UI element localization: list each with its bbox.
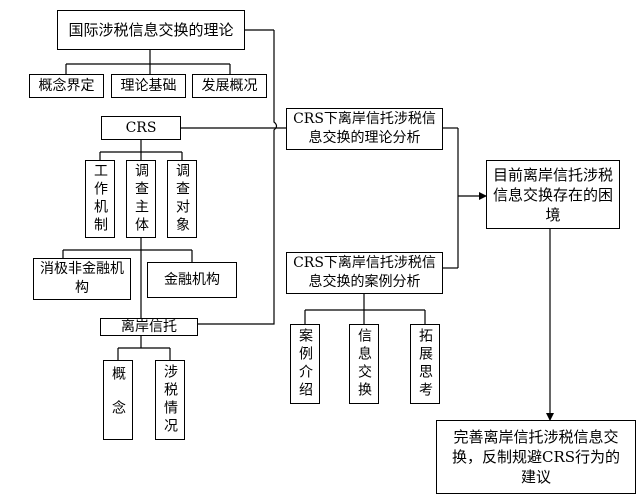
crs-box: CRS [101, 116, 181, 140]
extended-thinking-box: 拓展思考 [410, 324, 440, 404]
crs-label: CRS [125, 120, 157, 136]
theory-basis-label: 理论基础 [120, 78, 177, 94]
offshore-trust-label: 离岸信托 [121, 319, 177, 335]
passive-nonfinancial-box: 消极非金融机构 [33, 258, 131, 300]
case-intro-label: 案例介绍 [297, 328, 313, 400]
development-overview-box: 发展概况 [192, 74, 267, 98]
concept-box: 概念 [103, 360, 133, 440]
crs-theory-analysis-label: CRS下离岸信托涉税信息交换的理论分析 [293, 111, 436, 146]
investigate-subject-label: 调查主体 [133, 163, 149, 235]
suggestion-label: 完善离岸信托涉税信息交换，反制规避CRS行为的建议 [451, 428, 621, 486]
investigate-object-box: 调查对象 [167, 160, 197, 238]
tax-situation-box: 涉税情况 [155, 360, 185, 440]
suggestion-box: 完善离岸信托涉税信息交换，反制规避CRS行为的建议 [436, 420, 636, 494]
current-dilemma-box: 目前离岸信托涉税信息交换存在的困境 [486, 160, 620, 229]
case-intro-box: 案例介绍 [290, 324, 320, 404]
concept-definition-label: 概念界定 [38, 78, 95, 94]
current-dilemma-label: 目前离岸信托涉税信息交换存在的困境 [493, 165, 614, 224]
theory-basis-box: 理论基础 [111, 74, 186, 98]
development-overview-label: 发展概况 [201, 78, 258, 94]
crs-theory-analysis-box: CRS下离岸信托涉税信息交换的理论分析 [286, 108, 443, 150]
financial-institution-label: 金融机构 [164, 272, 220, 288]
intl-theory-label: 国际涉税信息交换的理论 [68, 21, 234, 39]
work-mechanism-box: 工作机制 [85, 160, 115, 238]
work-mechanism-label: 工作机制 [92, 163, 108, 235]
offshore-trust-box: 离岸信托 [100, 318, 198, 336]
investigate-subject-box: 调查主体 [126, 160, 156, 238]
concept-label: 概念 [110, 366, 126, 434]
extended-thinking-label: 拓展思考 [417, 328, 433, 400]
investigate-object-label: 调查对象 [174, 163, 190, 235]
financial-institution-box: 金融机构 [147, 262, 237, 298]
crs-case-analysis-box: CRS下离岸信托涉税信息交换的案例分析 [286, 252, 443, 294]
concept-definition-box: 概念界定 [29, 74, 104, 98]
crs-case-analysis-label: CRS下离岸信托涉税信息交换的案例分析 [293, 255, 436, 290]
info-exchange-label: 信息交换 [356, 328, 372, 400]
tax-situation-label: 涉税情况 [162, 364, 178, 436]
passive-nonfinancial-label: 消极非金融机构 [40, 261, 124, 296]
info-exchange-box: 信息交换 [349, 324, 379, 404]
intl-theory-box: 国际涉税信息交换的理论 [57, 10, 245, 50]
